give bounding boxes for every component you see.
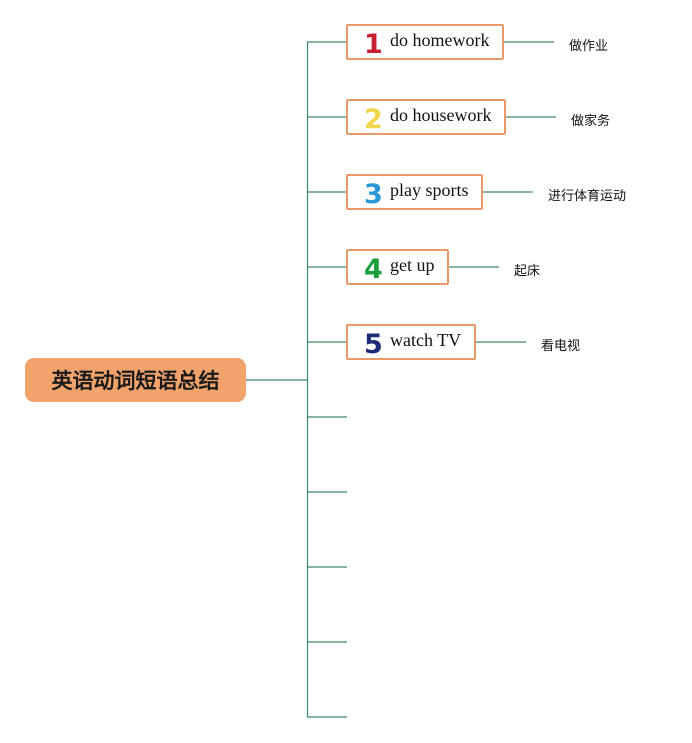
phrase-text: play sports [390,180,469,200]
meaning-label-3[interactable]: 进行体育运动 [548,189,627,204]
phrase-node-1[interactable]: 1 do homework [346,24,504,60]
root-title: 英语动词短语总结 [51,369,220,393]
phrase-node-5[interactable]: 5 watch TV [346,324,476,360]
meaning-label-2[interactable]: 做家务 [571,114,611,129]
phrase-text: do homework [390,30,490,50]
number-badge: 3 [364,178,383,210]
phrase-text: watch TV [390,330,462,350]
number-badge: 2 [364,103,383,135]
number-badge: 5 [364,328,383,360]
phrase-text: do housework [390,105,492,125]
root-topic[interactable]: 英语动词短语总结 [25,358,246,402]
meaning-label-1[interactable]: 做作业 [569,39,609,54]
meaning-label-4[interactable]: 起床 [514,264,541,279]
phrase-text: get up [390,255,435,275]
meaning-label-5[interactable]: 看电视 [541,339,581,354]
phrase-node-2[interactable]: 2 do housework [346,99,506,135]
number-badge: 1 [364,28,383,60]
phrase-node-3[interactable]: 3 play sports [346,174,483,210]
number-badge: 4 [364,253,383,285]
phrase-node-4[interactable]: 4 get up [346,249,449,285]
